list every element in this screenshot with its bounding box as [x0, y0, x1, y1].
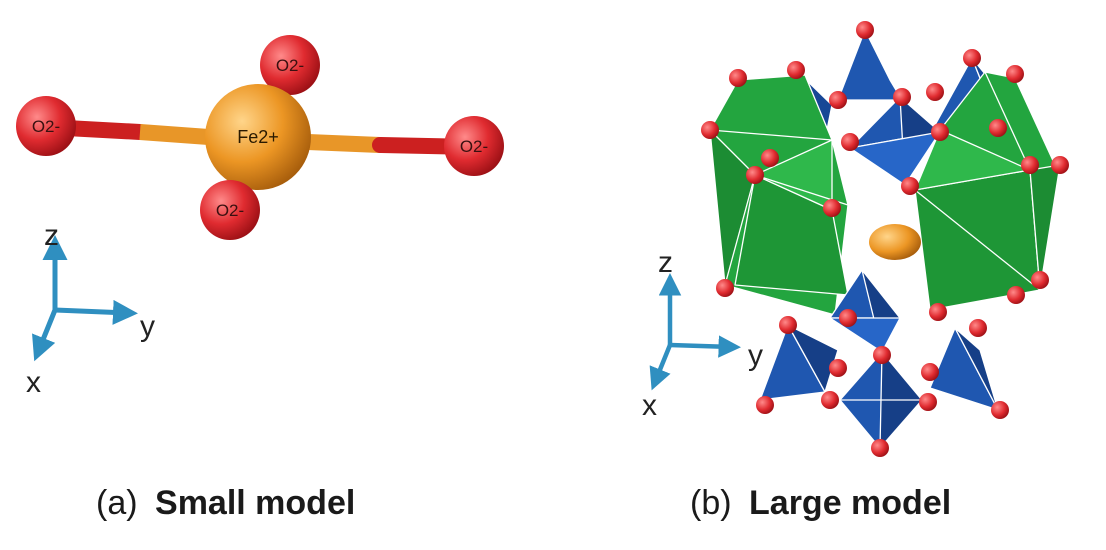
caption-tag: (a)	[96, 484, 138, 522]
oxygen-atom	[729, 69, 747, 87]
axis-y-label: y	[140, 310, 155, 343]
tetrahedron-upper-middle	[849, 96, 941, 186]
oxygen-atom	[839, 309, 857, 327]
oxygen-atoms	[701, 21, 1069, 457]
oxygen-atom	[779, 316, 797, 334]
oxygen-atom	[1021, 156, 1039, 174]
svg-text:O2-: O2-	[460, 137, 488, 156]
oxygen-atom	[1051, 156, 1069, 174]
svg-text:O2-: O2-	[32, 117, 60, 136]
oxygen-atom	[926, 83, 944, 101]
iron-atom-center	[869, 224, 921, 260]
caption-title: Small model	[155, 484, 356, 522]
panel-small-model: O2- O2- O2- Fe2+ O2- z y x (a)	[0, 0, 540, 550]
oxygen-atom	[787, 61, 805, 79]
oxygen-atom	[761, 149, 779, 167]
octahedron-left	[709, 74, 849, 316]
oxygen-atom	[901, 177, 919, 195]
oxygen-atom	[821, 391, 839, 409]
oxygen-atom	[716, 279, 734, 297]
oxygen-atom	[969, 319, 987, 337]
small-model-diagram: O2- O2- O2- Fe2+ O2- z y x	[16, 35, 504, 399]
svg-text:O2-: O2-	[276, 56, 304, 75]
oxygen-atom	[991, 401, 1009, 419]
axis-x-label: x	[26, 366, 41, 399]
tetrahedron-lower-right	[929, 327, 999, 411]
oxygen-atom-top: O2-	[260, 35, 320, 95]
oxygen-atom-left: O2-	[16, 96, 76, 156]
oxygen-atom	[873, 346, 891, 364]
oxygen-atom	[841, 133, 859, 151]
oxygen-atom	[1006, 65, 1024, 83]
axis-z-label: z	[44, 219, 59, 252]
oxygen-atom	[829, 91, 847, 109]
oxygen-atom-bottom: O2-	[200, 180, 260, 240]
oxygen-atom	[746, 166, 764, 184]
oxygen-atom	[931, 123, 949, 141]
large-model-diagram: z y x	[642, 21, 1069, 457]
caption-tag: (b)	[690, 484, 732, 522]
caption-small-model: (a) Small model	[96, 484, 355, 523]
oxygen-atom	[989, 119, 1007, 137]
tetrahedron-lower-left	[759, 324, 839, 401]
svg-text:Fe2+: Fe2+	[237, 127, 279, 147]
axis-triad-a: z y x	[26, 219, 155, 399]
oxygen-atom	[919, 393, 937, 411]
axis-triad-b: z y x	[642, 246, 763, 422]
oxygen-atom-right: O2-	[444, 116, 504, 176]
oxygen-atom	[701, 121, 719, 139]
oxygen-atom	[823, 199, 841, 217]
iron-atom: Fe2+	[205, 84, 311, 190]
caption-large-model: (b) Large model	[690, 484, 951, 523]
oxygen-atom	[871, 439, 889, 457]
oxygen-atom	[1031, 271, 1049, 289]
tetrahedron-bottom	[839, 351, 923, 449]
axis-x-label: x	[642, 389, 657, 422]
oxygen-atom	[921, 363, 939, 381]
oxygen-atom	[963, 49, 981, 67]
oxygen-atom	[756, 396, 774, 414]
svg-text:O2-: O2-	[216, 201, 244, 220]
oxygen-atom	[1007, 286, 1025, 304]
axis-y-label: y	[748, 339, 763, 372]
oxygen-atom	[856, 21, 874, 39]
oxygen-atom	[829, 359, 847, 377]
octahedron-right	[914, 71, 1061, 311]
oxygen-atom	[929, 303, 947, 321]
panel-large-model: z y x (b) Large model	[600, 0, 1106, 550]
oxygen-atom	[893, 88, 911, 106]
caption-title: Large model	[749, 484, 952, 522]
tetrahedron-top-center	[837, 29, 903, 101]
axis-z-label: z	[658, 246, 673, 279]
